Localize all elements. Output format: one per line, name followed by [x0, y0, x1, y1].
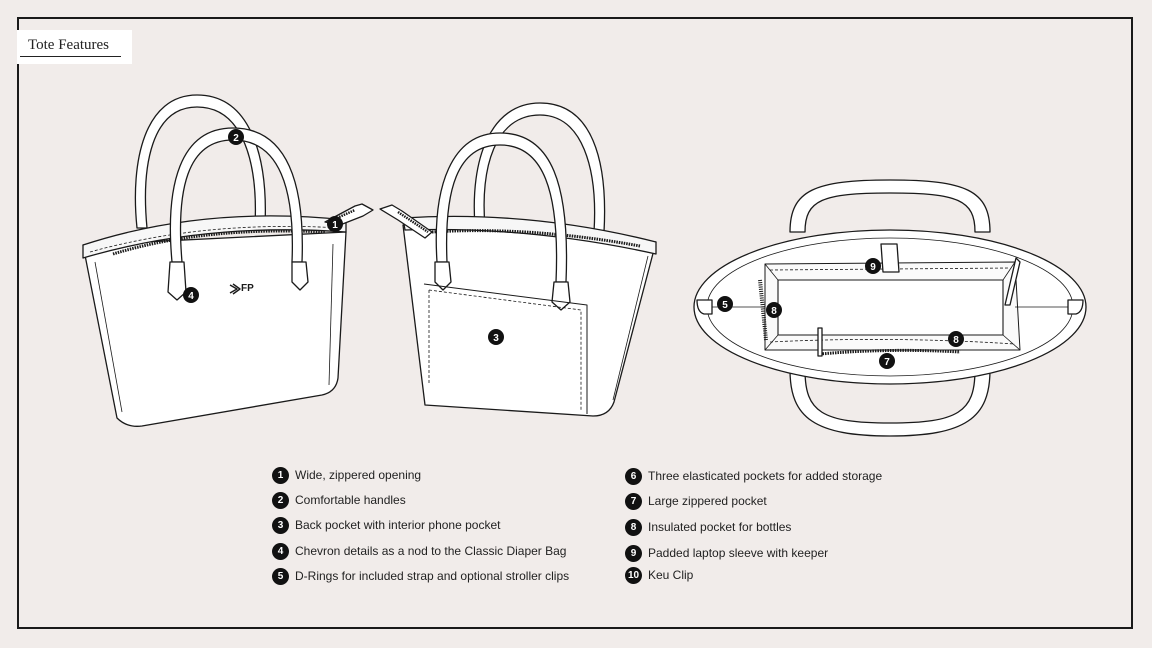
callout-7: 7 — [879, 353, 895, 369]
legend-number-badge: 9 — [625, 545, 642, 562]
callout-1: 1 — [327, 216, 343, 232]
svg-text:5: 5 — [722, 300, 728, 311]
legend-number-badge: 10 — [625, 567, 642, 584]
svg-text:1: 1 — [332, 220, 338, 231]
legend-label: Padded laptop sleeve with keeper — [648, 546, 829, 560]
legend-number-badge: 5 — [272, 568, 289, 585]
diagram-frame — [17, 17, 1133, 629]
svg-text:4: 4 — [188, 291, 194, 302]
callout-2: 2 — [228, 129, 244, 145]
callout-5: 5 — [717, 296, 733, 312]
callout-3: 3 — [488, 329, 504, 345]
title-underline — [20, 56, 121, 57]
legend-label: D-Rings for included strap and optional … — [295, 569, 570, 583]
legend-number-badge: 1 — [272, 467, 289, 484]
svg-text:8: 8 — [771, 306, 777, 317]
legend-number-badge: 3 — [272, 517, 289, 534]
title-box: Tote Features — [17, 30, 132, 64]
svg-text:9: 9 — [870, 262, 876, 273]
callout-9: 9 — [865, 258, 881, 274]
svg-text:8: 8 — [953, 335, 959, 346]
legend-right: 6 Three elasticated pockets for added st… — [625, 468, 925, 588]
legend-label: Large zippered pocket — [648, 494, 767, 508]
legend-label: Wide, zippered opening — [295, 468, 422, 482]
chevron-logo-icon — [229, 283, 241, 295]
legend-label: Insulated pocket for bottles — [648, 520, 792, 534]
legend-number-badge: 8 — [625, 519, 642, 536]
back-view-tote — [379, 102, 657, 417]
front-view-tote: FP — [82, 94, 374, 427]
legend-left: 1 Wide, zippered opening 2 Comfortable h… — [272, 467, 592, 587]
legend-number-badge: 2 — [272, 492, 289, 509]
legend-label: Back pocket with interior phone pocket — [295, 518, 501, 532]
top-view-tote — [693, 179, 1087, 437]
callout-8-right: 8 — [948, 331, 964, 347]
diagram-title: Tote Features — [28, 37, 110, 53]
legend-number-badge: 6 — [625, 468, 642, 485]
legend-label: Comfortable handles — [295, 493, 406, 507]
callout-4: 4 — [183, 287, 199, 303]
legend-number-badge: 7 — [625, 493, 642, 510]
brand-logo: FP — [241, 283, 254, 294]
svg-text:3: 3 — [493, 333, 499, 344]
callout-8-left: 8 — [766, 302, 782, 318]
legend-label: Chevron details as a nod to the Classic … — [295, 544, 567, 558]
legend-label: Three elasticated pockets for added stor… — [648, 469, 883, 483]
svg-text:2: 2 — [233, 133, 239, 144]
svg-text:7: 7 — [884, 357, 890, 368]
legend-label: Keu Clip — [648, 568, 694, 582]
legend-number-badge: 4 — [272, 543, 289, 560]
